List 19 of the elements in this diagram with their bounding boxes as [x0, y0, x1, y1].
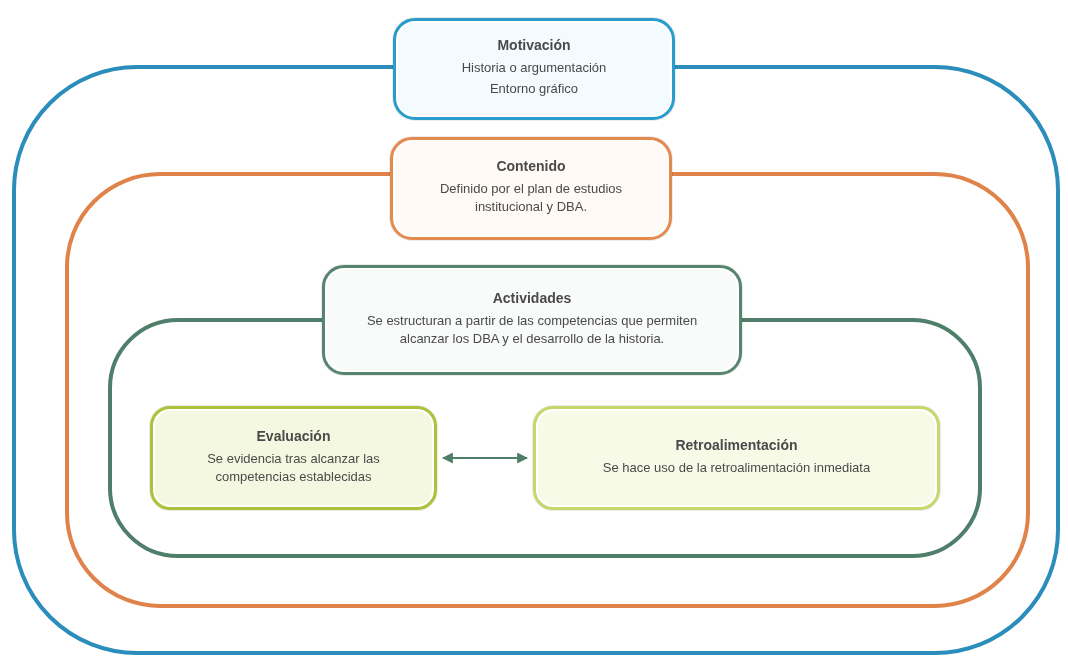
box-heading: Retroalimentación — [675, 436, 798, 453]
box-text: Se hace uso de la retroalimentación inmediata — [602, 458, 871, 477]
rounded-text-box — [533, 406, 940, 510]
box-heading: Contenido — [496, 158, 566, 175]
box-text: Se estructuran a partir de las competencias que permiten alcanzar los DBA y el desarrollo de la historia. — [365, 311, 699, 348]
box-text: Entorno gráfico — [489, 80, 579, 98]
box-text: Historia o argumentación — [461, 59, 607, 77]
rounded-frame — [108, 318, 982, 558]
double-headed-arrow — [441, 452, 529, 464]
rounded-frame — [12, 65, 1060, 655]
box-heading: Motivación — [497, 37, 571, 54]
box-heading: Evaluación — [256, 427, 331, 444]
box-text: Se evidencia tras alcanzar las competencias establecidas — [206, 449, 381, 486]
rounded-text-box — [390, 137, 672, 240]
rounded-text-box — [322, 265, 742, 375]
rounded-text-box — [150, 406, 437, 510]
box-text: Definido por el plan de estudios institucional y DBA. — [438, 180, 624, 216]
box-heading: Actividades — [492, 289, 572, 306]
rounded-text-box — [393, 18, 675, 120]
